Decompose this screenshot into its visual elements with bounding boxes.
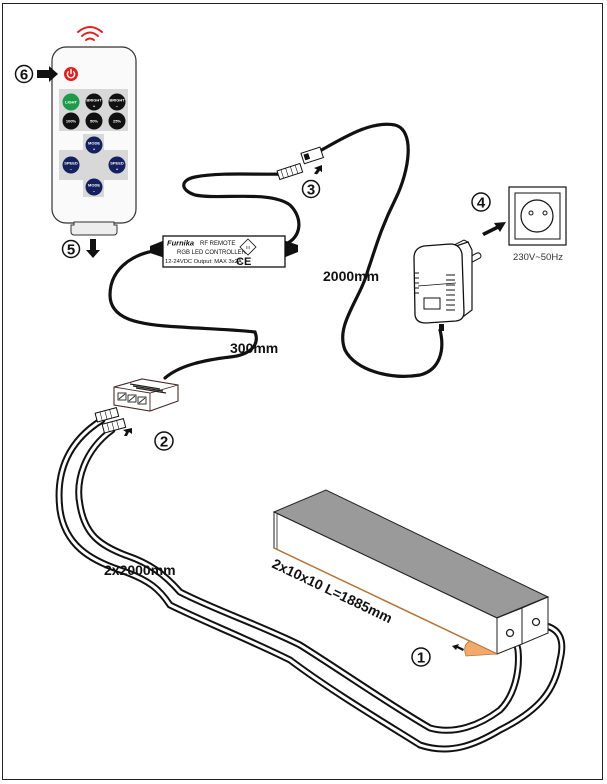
controller-line3: 12-24VDC Output: MAX 3x2A [165,259,242,265]
step-2-number: 2 [160,434,168,451]
remote-button-circle [62,112,80,130]
remote-button-50-pct[interactable]: 50% [85,112,103,130]
remote-button-label: LIGHT [65,100,78,105]
svg-text:III: III [246,245,250,250]
remote-button-sign: − [116,104,119,109]
step-6-number: 6 [20,67,28,84]
power-icon [66,68,76,79]
controller-left-strain [150,240,165,258]
remote-button-label: 100% [66,119,77,124]
remote-button-sign: + [93,147,96,152]
remote-button-label: 50% [90,119,98,124]
plug-female [300,146,324,165]
controller-input-cable [108,248,258,380]
controller-output-cable [182,172,301,247]
rgb-controller: Furnika RF REMOTE RGB LED CONTROLLER 12-… [150,235,298,268]
remote-button-circle [85,93,103,111]
remote-button-label: SPEED [64,161,78,166]
socket-voltage-label: 230V~50Hz [513,252,563,263]
arrow-down-icon [86,239,100,258]
remote-button-25-pct[interactable]: 25% [108,112,126,130]
remote-button-bright-minus[interactable]: BRIGHT− [108,93,126,111]
splitter-vents [129,383,167,394]
remote-button-mode-plus[interactable]: MODE+ [85,136,103,154]
remote-button-circle [108,156,126,174]
step-4-number: 4 [477,195,486,212]
remote-button-sign: − [93,189,96,194]
battery-tab[interactable] [70,221,118,236]
remote-button-circle [108,93,126,111]
step-3-number: 3 [307,182,315,199]
remote-button-mode-minus[interactable]: MODE− [85,178,103,196]
step-5-number: 5 [67,242,75,259]
step-2-callout: 2 [154,431,174,451]
strip-cable-inner-gap [77,428,520,732]
controller-line1: RF REMOTE [200,241,235,247]
remote-button-circle [85,112,103,130]
remote-button-circle [85,136,103,154]
remote-button-label: BRIGHT [109,98,125,103]
remote-button-circle [62,93,80,111]
led-profile: 2x10x10 L=1885mm [270,489,550,657]
diagram-frame [2,3,603,780]
remote-button-speed-minus[interactable]: SPEED− [62,156,80,174]
controller-line2: RGB LED CONTROLLER [177,250,247,256]
adapter-vents [414,272,455,311]
power-adapter-cable [316,122,444,378]
power-button[interactable] [64,67,78,81]
remote-button-circle [85,178,103,196]
step-1-number: 1 [417,650,425,667]
controller-brand: Furnika [167,239,194,248]
peel-arrow-icon [452,644,464,651]
ce-mark: CE [236,256,251,268]
plug-male [276,162,304,181]
step-3-callout: 3 [301,179,321,199]
strip-cable-length: 2x2000mm [104,562,176,578]
push-arrow-icon [314,165,322,175]
controller-right-strain [283,240,298,258]
remote-button-speed-plus[interactable]: SPEED+ [108,156,126,174]
strip-cable-outer-gap [57,418,564,751]
controller-body [162,235,286,268]
strip-plugs [94,406,132,436]
remote-button-label: MODE [88,141,100,146]
wifi-signal-icon [77,26,103,41]
wall-socket: 230V~50Hz [508,186,567,263]
remote-button-circle [108,112,126,130]
adhesive-tape-edge [273,547,498,655]
remote-button-sign: + [116,167,119,172]
remote-button-label: BRIGHT [86,98,102,103]
remote-button-label: MODE [88,183,100,188]
controller-cable-length: 300mm [230,340,278,356]
class-iii-mark: III [239,238,257,256]
remote-button-label: 25% [113,119,121,124]
arrow-right-icon [37,66,58,82]
connector-pair-3 [276,146,324,181]
splitter-hub [113,378,179,412]
power-adapter [413,239,482,331]
remote-button-bright-plus[interactable]: BRIGHT+ [85,93,103,111]
remote-button-circle [62,156,80,174]
adhesive-tape-peel [464,640,499,657]
step-6-callout: 6 [14,64,58,84]
step-1-callout: 1 [411,647,431,667]
arrow-plug-in-icon [482,222,506,236]
remote-button-100-pct[interactable]: 100% [62,112,80,130]
cables [55,122,566,753]
power-cable-length: 2000mm [323,268,379,284]
step-5-callout: 5 [61,239,100,259]
step-4-callout: 4 [471,192,506,236]
remote-button-sign: + [93,104,96,109]
remote-button-sign: − [70,167,73,172]
remote-button-light[interactable]: LIGHT [62,93,80,111]
splitter-ports [117,392,147,405]
push-arrow-icon-2 [123,428,132,436]
remote-button-label: SPEED [110,161,124,166]
